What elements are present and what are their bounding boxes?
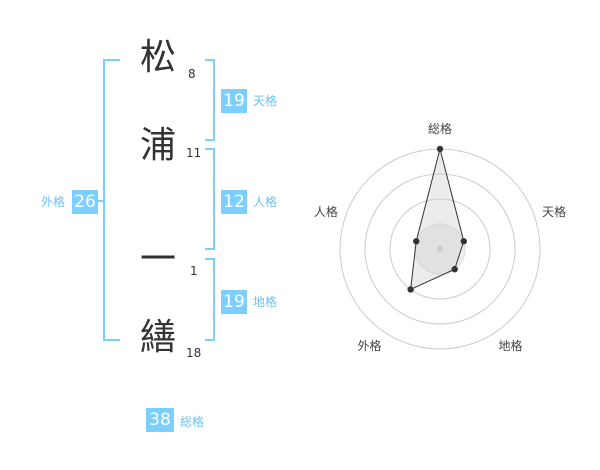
jin-bracket — [205, 148, 215, 250]
gai-label: 外格 — [41, 195, 66, 209]
radar-point-4 — [407, 286, 414, 293]
radar-axis-label-4: 外格 — [357, 338, 381, 353]
name-char-4: 繕 — [140, 317, 177, 358]
jin-label: 人格 — [253, 195, 278, 209]
name-char-3: 一 — [140, 239, 177, 280]
sou-label: 総格 — [180, 415, 205, 429]
sou-value-badge: 38 — [146, 408, 174, 432]
chi-value-badge: 19 — [221, 290, 247, 314]
radar-data-polygon — [410, 148, 465, 291]
radar-point-2 — [460, 238, 467, 245]
radar-axis-label-3: 地格 — [499, 338, 523, 353]
radar-center-dot — [437, 246, 443, 252]
ten-value-badge: 19 — [221, 89, 247, 113]
radar-ring-3 — [364, 173, 516, 325]
radar-ring-2 — [389, 198, 491, 300]
gai-value-badge: 26 — [72, 190, 98, 214]
radar-point-5 — [413, 238, 420, 245]
ten-bracket — [205, 59, 215, 141]
jin-value-badge: 12 — [221, 190, 247, 214]
name-char-1: 松 — [140, 37, 177, 78]
stroke-count-3: 1 — [190, 264, 198, 278]
radar-point-1 — [436, 145, 444, 153]
radar-axis-label-2: 天格 — [542, 204, 566, 219]
stroke-count-1: 8 — [188, 67, 196, 81]
name-char-2: 浦 — [140, 125, 177, 166]
ten-label: 天格 — [253, 94, 278, 108]
stroke-count-2: 11 — [186, 146, 202, 160]
radar-axis-label-1: 総格 — [428, 121, 452, 136]
chi-label: 地格 — [253, 295, 278, 309]
radar-axis-label-5: 人格 — [314, 204, 338, 219]
radar-point-3 — [451, 266, 458, 273]
chi-bracket — [205, 258, 215, 341]
stroke-count-4: 18 — [186, 346, 202, 360]
